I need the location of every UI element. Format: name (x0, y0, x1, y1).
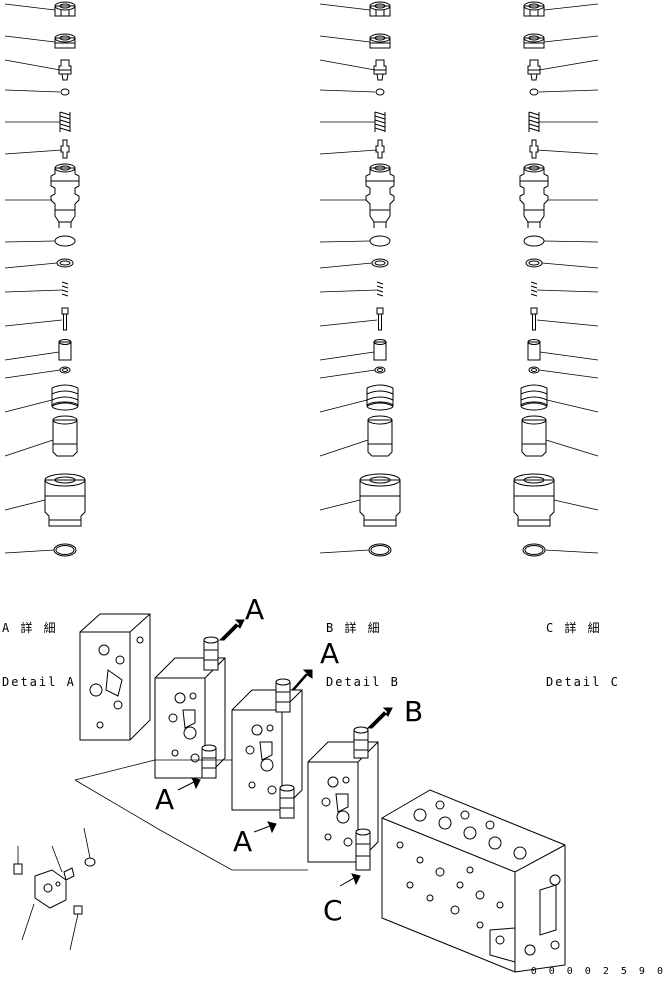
detail-b-caption: B 詳 細 Detail B (326, 583, 400, 709)
detail-c-jp: C 詳 細 (546, 621, 602, 635)
small-parts (13, 827, 96, 951)
leader-lines-c (536, 3, 599, 554)
assembly-drawing (13, 613, 566, 973)
end-cover (79, 613, 151, 741)
callout-a-left: A (155, 783, 175, 816)
view-arrows (177, 619, 393, 887)
callout-b: B (404, 695, 424, 728)
detail-a-caption: A 詳 細 Detail A (2, 583, 76, 709)
detail-c-en: Detail C (546, 675, 620, 689)
detail-a-jp: A 詳 細 (2, 621, 58, 635)
leader-lines-a (4, 3, 63, 554)
callout-a-top: A (245, 593, 265, 626)
callout-c: C (323, 894, 343, 927)
relief-valves (201, 636, 371, 871)
detail-c-column (513, 1, 555, 557)
callout-a-lower: A (233, 825, 253, 858)
detail-b-jp: B 詳 細 (326, 621, 382, 635)
leader-lines-b (319, 3, 378, 554)
detail-a-en: Detail A (2, 675, 76, 689)
detail-c-caption: C 詳 細 Detail C (546, 583, 620, 709)
callout-a-mid: A (320, 637, 340, 670)
main-valve-body (381, 789, 566, 973)
detail-b-en: Detail B (326, 675, 400, 689)
detail-a-column (44, 1, 86, 557)
detail-b-column (359, 1, 401, 557)
document-number: 0 0 0 0 2 5 9 0 (530, 966, 666, 977)
assembly-outline (74, 759, 308, 871)
